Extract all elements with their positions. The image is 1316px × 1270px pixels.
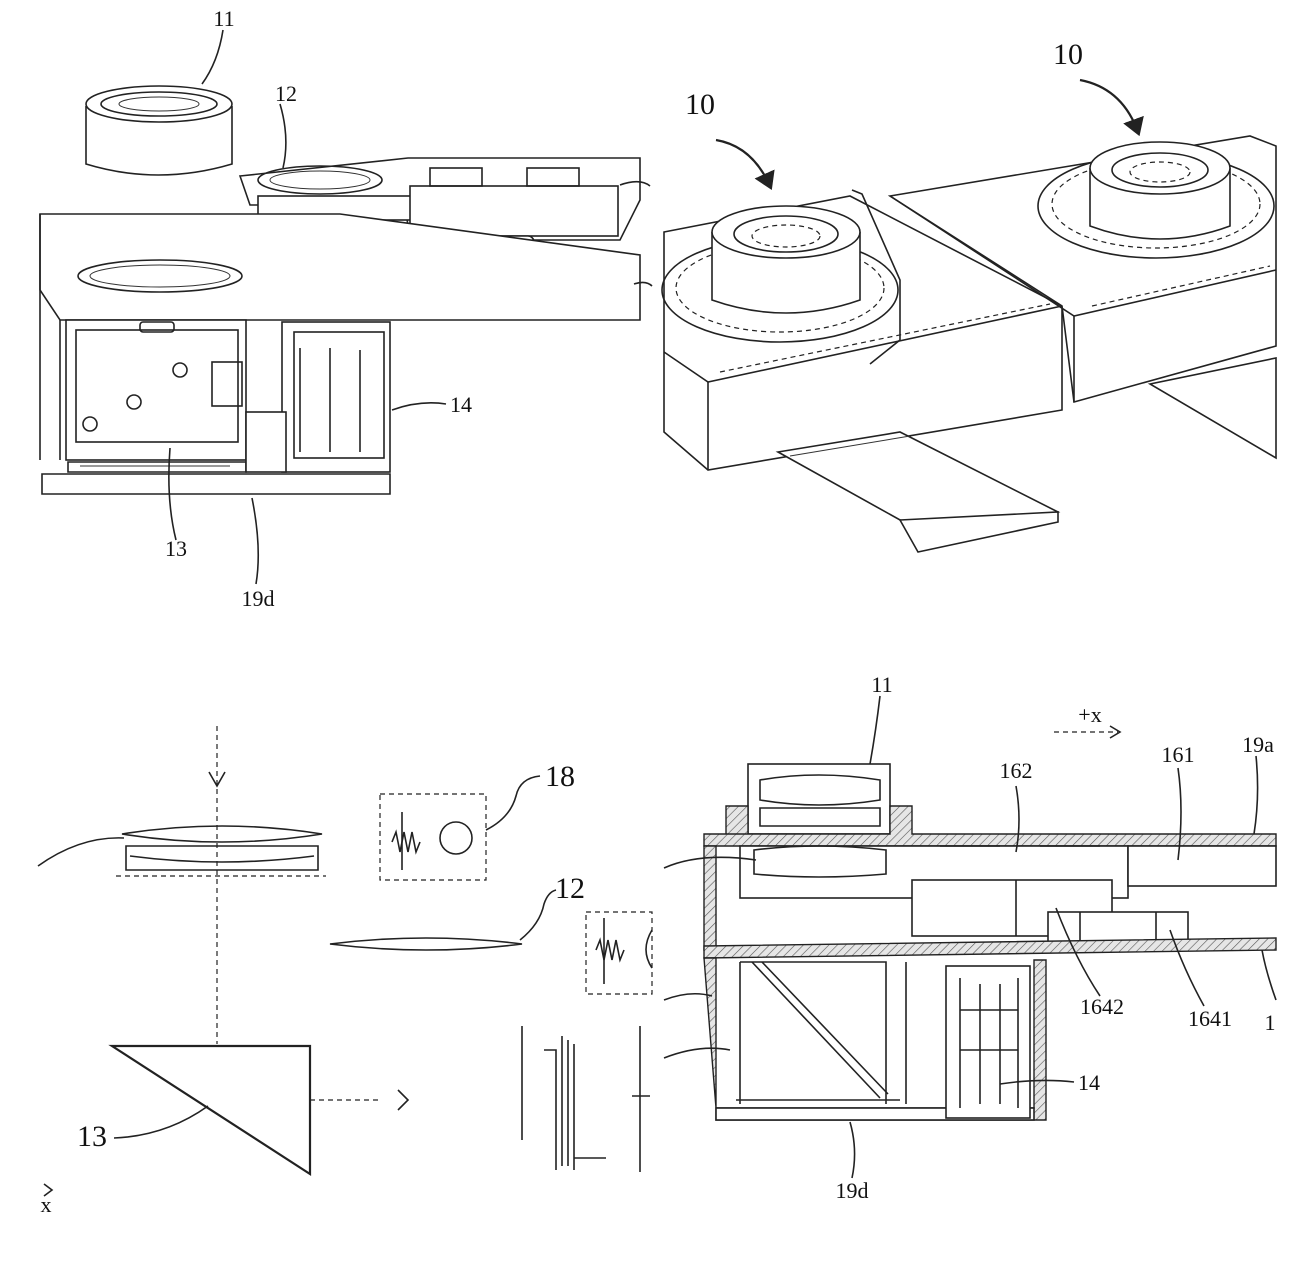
leader-1641 xyxy=(1169,929,1205,1007)
leader-19d-fig4 xyxy=(849,1121,856,1179)
leader-left-1 xyxy=(663,856,757,869)
label-19d: 19d xyxy=(242,586,275,611)
leader-161 xyxy=(1177,767,1182,861)
flex-cable-left xyxy=(775,431,1061,553)
label-18: 18 xyxy=(545,760,575,793)
label-10-right: 10 xyxy=(1053,38,1083,71)
leader-13 xyxy=(168,447,177,541)
leader-14-fig4 xyxy=(999,1079,1075,1085)
sensor-14-section xyxy=(945,965,1031,1119)
base-plate-19d xyxy=(41,473,391,495)
leader-right-2 xyxy=(633,281,653,287)
rail-161 xyxy=(1127,845,1277,887)
label-161: 161 xyxy=(1162,742,1195,767)
figure-3-optical-schematic: 18 12 13 x xyxy=(37,726,653,1217)
arrow-10-left xyxy=(715,138,775,191)
label-12-fig3: 12 xyxy=(555,872,585,905)
label-19a: 19a xyxy=(1242,732,1274,757)
leader-162 xyxy=(1015,785,1020,853)
sensor-assembly-14 xyxy=(245,321,391,473)
label-14-fig4: 14 xyxy=(1078,1070,1100,1095)
figure-1-exploded-module: 11 12 14 13 19d xyxy=(39,6,653,611)
leader-11 xyxy=(201,29,224,85)
leader-18 xyxy=(485,775,541,831)
label-1642: 1642 xyxy=(1080,994,1124,1019)
flex-cable-right xyxy=(1147,357,1277,460)
prism-13 xyxy=(108,1044,312,1177)
label-19d-fig4: 19d xyxy=(836,1178,869,1203)
light-arrow-down xyxy=(208,771,226,788)
leader-19d xyxy=(251,497,260,585)
leader-lens-group xyxy=(37,837,125,867)
figure-4-cross-section: 11 +x xyxy=(663,672,1277,1203)
camera-module-right xyxy=(887,135,1277,404)
leader-13-fig3 xyxy=(113,1105,209,1139)
leader-19a xyxy=(1253,755,1259,835)
lens-11-section xyxy=(747,763,891,835)
top-plate xyxy=(39,213,641,460)
spring-unit xyxy=(585,911,653,995)
leader-12 xyxy=(279,103,287,169)
leader-left-3 xyxy=(663,1047,731,1059)
lens-group xyxy=(116,825,326,877)
leader-12-fig3 xyxy=(519,889,557,941)
arrow-10-right xyxy=(1079,78,1144,137)
label-13-fig3: 13 xyxy=(77,1120,107,1153)
camera-module-left xyxy=(661,189,1063,471)
label-14: 14 xyxy=(450,392,472,417)
light-arrow-right xyxy=(397,1089,410,1111)
figure-2-dual-module: 10 10 xyxy=(661,38,1277,553)
leader-1642 xyxy=(1055,907,1101,997)
label-10-left: 10 xyxy=(685,88,715,121)
label-plus-x: +x xyxy=(1078,702,1101,727)
label-13: 13 xyxy=(165,536,187,561)
lens-element-12 xyxy=(329,937,523,951)
label-axis-x: x xyxy=(41,1192,52,1217)
lens-barrel-11 xyxy=(85,85,233,176)
label-11-fig4: 11 xyxy=(871,672,892,697)
leader-cut xyxy=(1261,949,1277,1001)
middle-plate xyxy=(703,937,1277,959)
leader-11-fig4 xyxy=(869,695,881,765)
left-wall xyxy=(703,845,717,951)
leader-left-2 xyxy=(663,992,713,1001)
prism-housing-13 xyxy=(65,319,247,473)
label-11: 11 xyxy=(213,6,234,31)
label-cut: 1 xyxy=(1265,1010,1276,1035)
label-12: 12 xyxy=(275,81,297,106)
label-1641: 1641 xyxy=(1188,1006,1232,1031)
sensor-plates xyxy=(521,1026,650,1172)
stabilizer-unit-18 xyxy=(379,793,487,881)
leader-right-1 xyxy=(619,180,651,187)
label-162: 162 xyxy=(1000,758,1033,783)
axis-arrow-x xyxy=(43,1183,54,1197)
leader-14 xyxy=(391,402,447,411)
